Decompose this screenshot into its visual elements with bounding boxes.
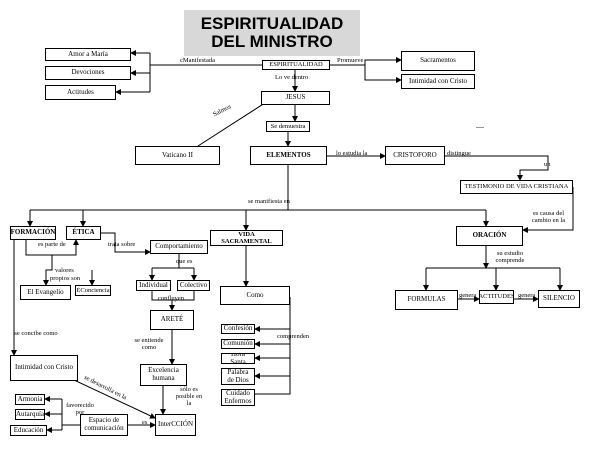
node-sacramentos[interactable]: Sacramentos — [401, 51, 475, 71]
node-vida-sacramental[interactable]: VIDA SACRAMENTAL — [210, 230, 283, 246]
node-intimidad-cristo-left[interactable]: Intimidad con Cristo — [10, 355, 78, 381]
node-actitudes-right[interactable]: ACTITUDES — [479, 290, 514, 304]
label-lo-ve-dentro: Lo ve dentro — [275, 74, 309, 81]
node-individual[interactable]: Individual — [136, 280, 171, 291]
label-promueve: Promueve — [337, 57, 364, 64]
node-se-demuestra[interactable]: Se demuestra — [266, 121, 310, 132]
node-actitudes-left[interactable]: Actitudes — [45, 85, 116, 100]
connector-line — [255, 297, 291, 395]
label-un: un — [544, 161, 551, 168]
label-es-causa: es causa del cambio en la — [531, 210, 566, 225]
node-colectivo[interactable]: Colectivo — [177, 280, 210, 291]
node-conciencia[interactable]: EConciencia — [75, 285, 111, 296]
node-vaticano-ii[interactable]: Vaticano II — [135, 146, 220, 165]
node-oracion[interactable]: ORACIÓN — [456, 226, 523, 246]
node-educacion[interactable]: Educación — [10, 425, 47, 436]
node-silencio[interactable]: SILENCIO — [538, 290, 580, 308]
node-cuidado-enfermos[interactable]: Cuidado Enfermos — [221, 389, 255, 406]
label-confluyen: confluyen — [158, 295, 184, 302]
label-valores: valores — [55, 267, 74, 274]
connector-line — [330, 57, 402, 66]
node-formacion[interactable]: FORMACIÓN — [10, 226, 56, 240]
node-palabra-de-dios[interactable]: Palabra de Dios — [221, 368, 255, 385]
label-genera-1: genera — [459, 292, 477, 299]
node-arete[interactable]: ARETÉ — [150, 310, 194, 330]
connector-line — [522, 187, 574, 233]
node-jesus[interactable]: JESUS — [261, 91, 330, 105]
connector-line — [101, 232, 151, 255]
label-propios-son: propios son — [50, 275, 81, 282]
node-confesion[interactable]: Confesión — [221, 324, 255, 334]
label-genera-2: genera — [518, 292, 536, 299]
node-interaccion[interactable]: InterCCIÓN — [155, 414, 196, 436]
label-manifestada: cManifestada — [180, 57, 216, 64]
node-excelencia-humana[interactable]: Excelencia humana — [140, 364, 187, 386]
label-es: es — [142, 419, 148, 426]
connector-line — [445, 155, 549, 181]
node-devociones[interactable]: Devociones — [45, 66, 131, 80]
node-comportamiento[interactable]: Comportamiento — [150, 240, 208, 254]
node-testimonio[interactable]: TESTIMONIO DE VIDA CRISTIANA — [460, 180, 573, 194]
label-que-es: que es — [176, 258, 193, 265]
label-se-manifiesta: se manifiesta en — [248, 198, 290, 205]
label-lo-estudia: lo estudia la — [336, 150, 368, 157]
connector-line — [43, 255, 53, 286]
label-distingue: distingue — [447, 150, 471, 157]
node-cristoforo[interactable]: CRISTOFORO — [385, 146, 445, 165]
label-su-estudio: su estudio comprende — [495, 250, 525, 265]
node-como[interactable]: Como — [220, 286, 290, 305]
node-hora-santa[interactable]: Hora Santa — [221, 353, 255, 364]
node-el-evangelio[interactable]: El Evangelio — [20, 285, 71, 300]
connector-line — [172, 291, 195, 301]
node-comunion[interactable]: Comunión — [221, 339, 255, 349]
label-se-entiende: se entiende como — [134, 337, 164, 352]
node-autarquia[interactable]: Autarquía — [15, 409, 45, 420]
connector-line — [73, 379, 156, 419]
node-etica[interactable]: ÉTICA — [66, 226, 101, 240]
label-trata-sobre: trata sobre — [108, 241, 136, 248]
connector-line — [151, 291, 175, 311]
label-solo-posible: sólo es posible en la — [175, 386, 203, 408]
node-armonia[interactable]: Armonía — [15, 394, 45, 405]
label-dash: — — [476, 122, 484, 131]
node-espiritualidad[interactable]: ESPIRITUALIDAD — [262, 60, 330, 70]
connector-line — [364, 65, 402, 83]
label-se-concibe: se concibe como — [14, 330, 58, 337]
label-favorecido: favorecido por — [66, 402, 94, 417]
node-intimidad-cristo-right[interactable]: Intimidad con Cristo — [401, 74, 475, 89]
label-comprenden: comprenden — [277, 333, 310, 340]
node-amor-a-maria[interactable]: Amor a María — [45, 48, 131, 61]
connector-line — [25, 239, 79, 256]
title-line-2: DEL MINISTRO — [211, 32, 333, 51]
label-es-parte: es parte de — [38, 241, 66, 248]
node-formulas[interactable]: FORMULAS — [395, 290, 458, 310]
node-elementos[interactable]: ELEMENTOS — [250, 146, 327, 165]
map-title: ESPIRITUALIDAD DEL MINISTRO — [184, 10, 360, 56]
node-espacio-comunicacion[interactable]: Espacio de comunicación — [80, 414, 128, 436]
title-line-1: ESPIRITUALIDAD — [200, 14, 344, 34]
